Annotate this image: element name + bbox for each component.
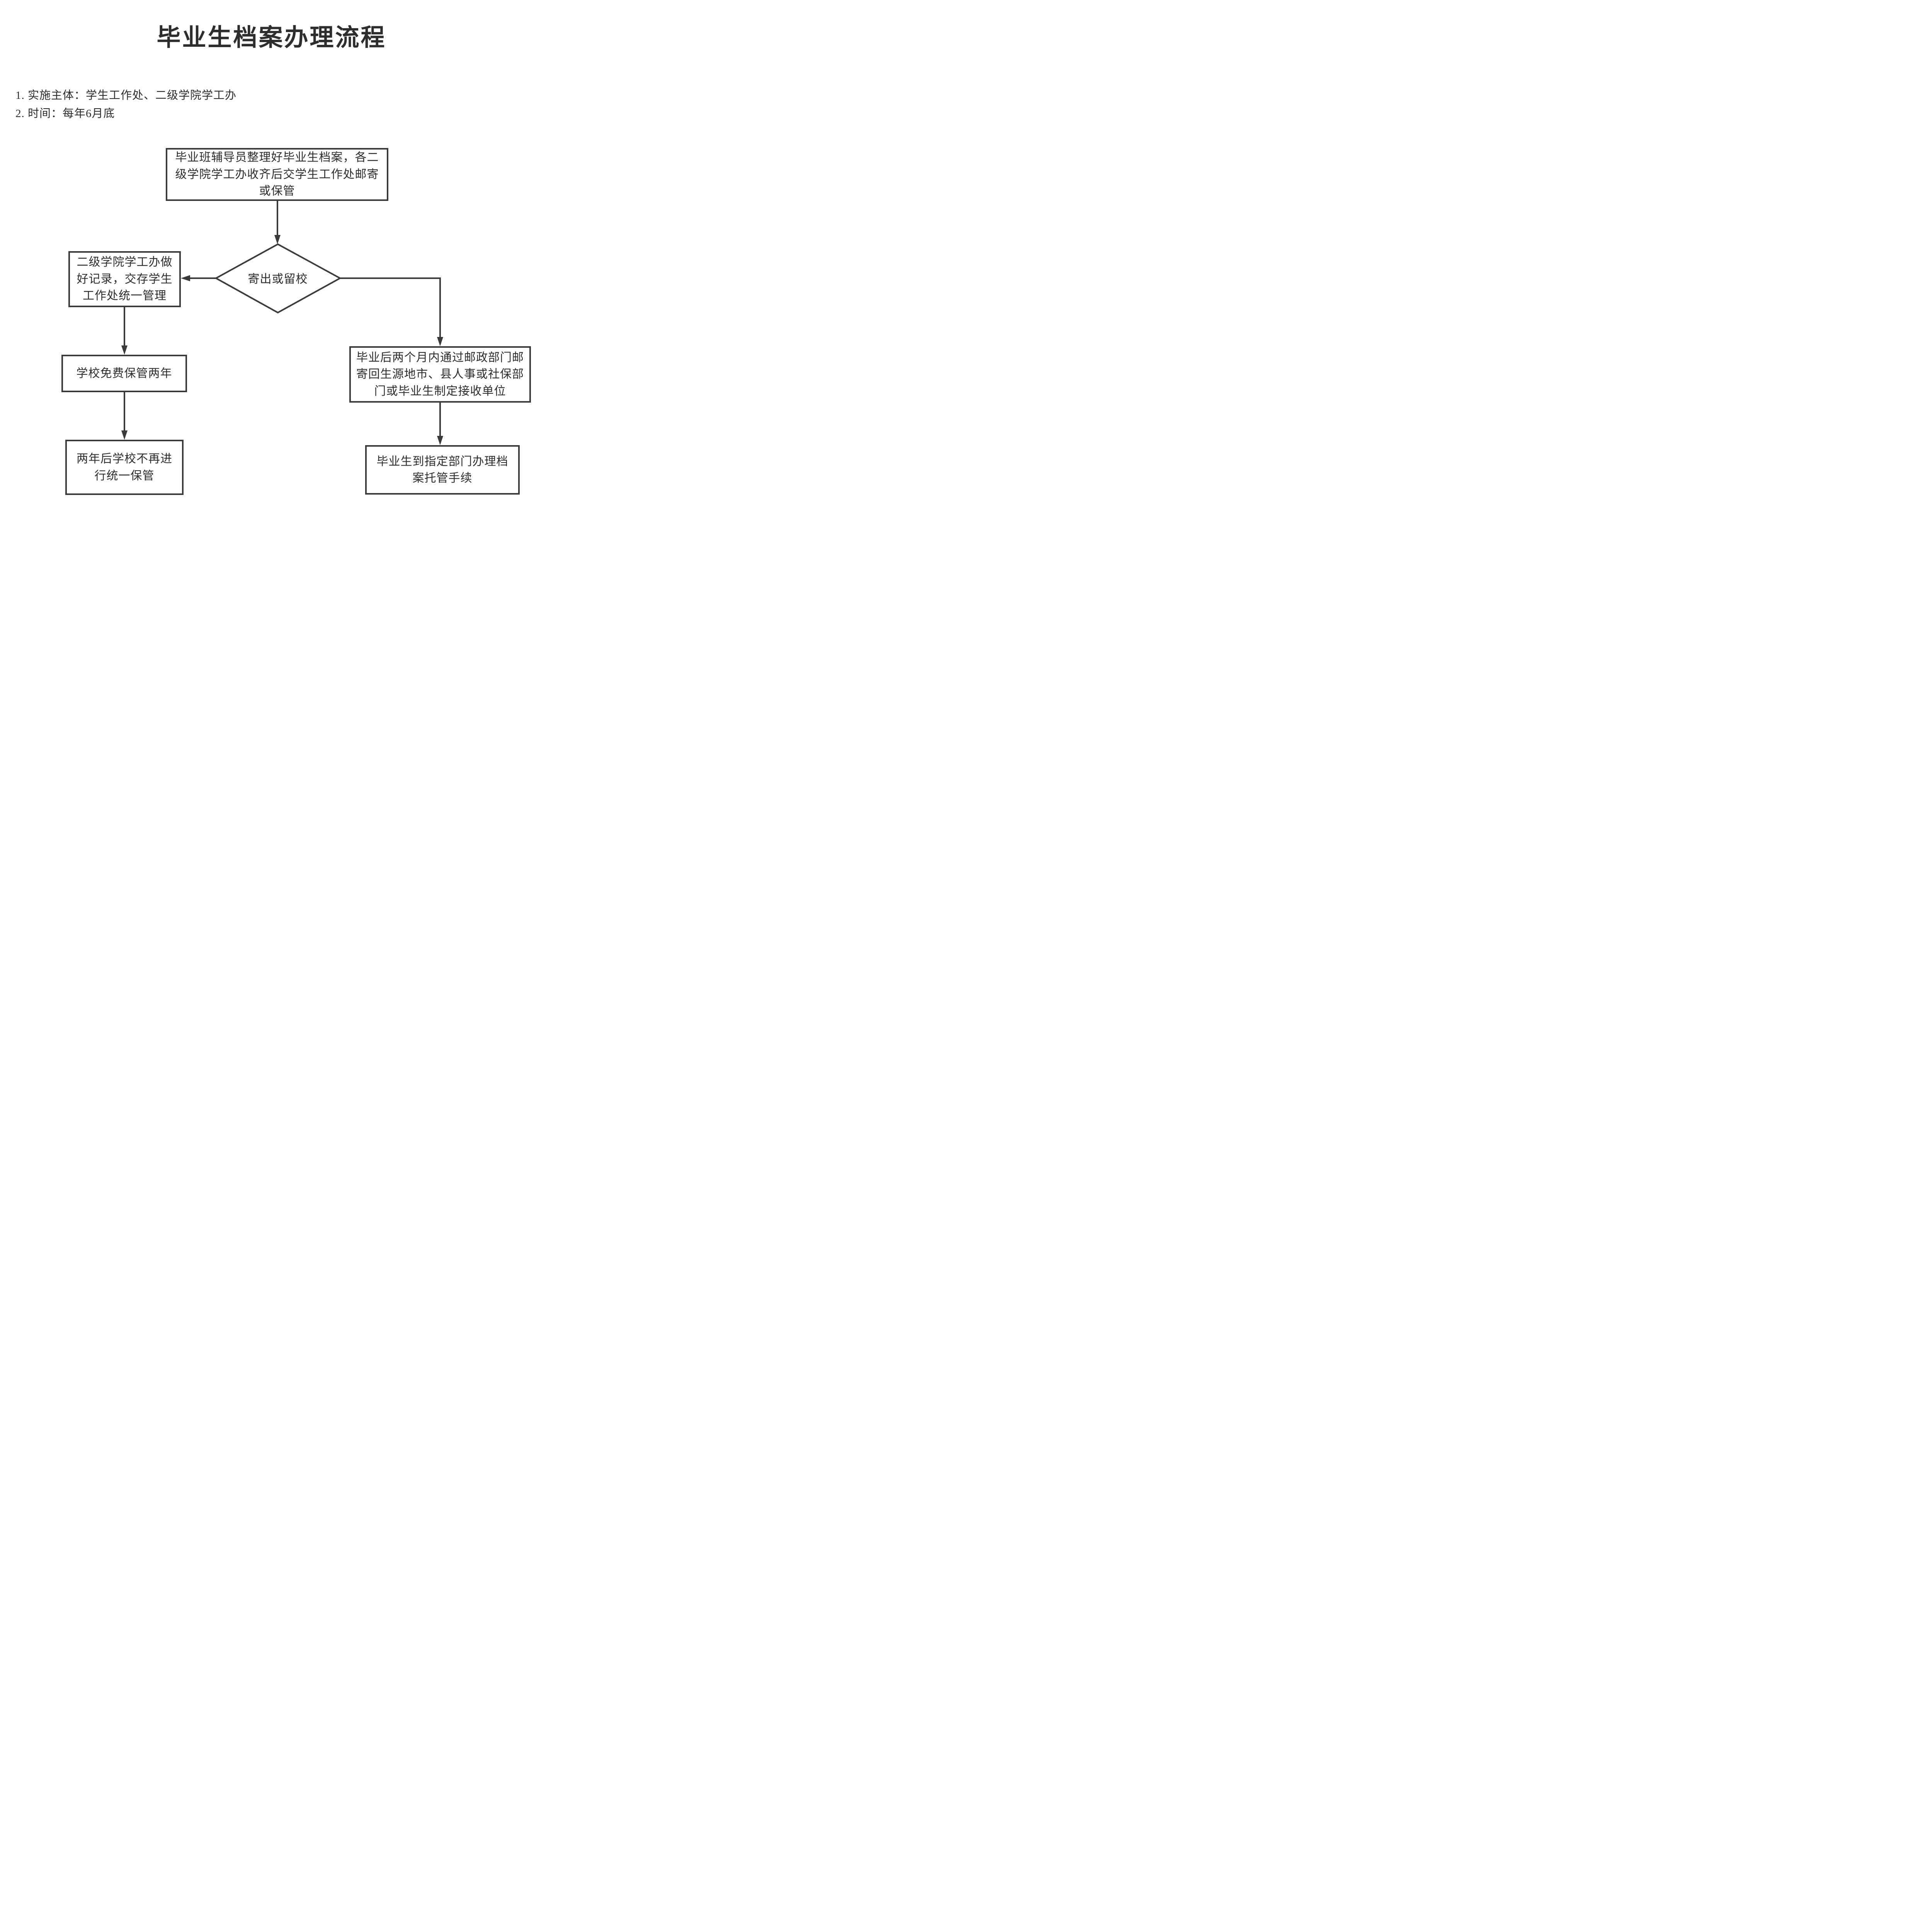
node-mail-out-label: 毕业后两个月内通过邮政部门邮 寄回生源地市、县人事或社保部 门或毕业生制定接收单…: [356, 351, 524, 398]
node-trusteeship: 毕业生到指定部门办理档 案托管手续: [365, 445, 520, 495]
node-free-storage-label: 学校免费保管两年: [76, 367, 172, 380]
connector-decision-to-keep-record-arrowhead-icon: [181, 275, 190, 281]
flowchart-page: 毕业生档案办理流程 1. 实施主体：学生工作处、二级学院学工办 2. 时间：每年…: [0, 0, 543, 501]
connector-start-to-decision-arrowhead-icon: [274, 235, 281, 244]
node-free-storage: 学校免费保管两年: [61, 355, 187, 392]
page-title: 毕业生档案办理流程: [156, 25, 386, 51]
connector-decision-to-mail-out-line: [340, 277, 441, 338]
connector-keep-record-to-free-storage-arrowhead-icon: [121, 345, 128, 355]
note-time: 2. 时间：每年6月底: [15, 107, 115, 120]
node-no-storage: 两年后学校不再进 行统一保管: [65, 440, 184, 495]
notes-block: 1. 实施主体：学生工作处、二级学院学工办 2. 时间：每年6月底: [15, 87, 236, 123]
node-start: 毕业班辅导员整理好毕业生档案，各二 级学院学工办收齐后交学生工作处邮寄 或保管: [166, 148, 388, 201]
flowchart-connectors: [121, 201, 443, 445]
node-start-label: 毕业班辅导员整理好毕业生档案，各二 级学院学工办收齐后交学生工作处邮寄 或保管: [175, 151, 379, 198]
node-no-storage-label: 两年后学校不再进 行统一保管: [77, 452, 172, 482]
connector-mail-out-to-trusteeship-arrowhead-icon: [437, 436, 443, 445]
note-implementer: 1. 实施主体：学生工作处、二级学院学工办: [15, 89, 237, 102]
node-decision-diamond: [214, 243, 342, 314]
node-keep-record: 二级学院学工办做 好记录，交存学生 工作处统一管理: [68, 251, 181, 307]
node-mail-out: 毕业后两个月内通过邮政部门邮 寄回生源地市、县人事或社保部 门或毕业生制定接收单…: [349, 346, 531, 403]
connector-free-storage-to-no-storage-arrowhead-icon: [121, 430, 128, 440]
node-keep-record-label: 二级学院学工办做 好记录，交存学生 工作处统一管理: [77, 256, 173, 303]
connector-decision-to-mail-out-arrowhead-icon: [437, 337, 443, 346]
node-decision-label: 寄出或留校: [248, 273, 308, 286]
node-trusteeship-label: 毕业生到指定部门办理档 案托管手续: [376, 455, 509, 485]
